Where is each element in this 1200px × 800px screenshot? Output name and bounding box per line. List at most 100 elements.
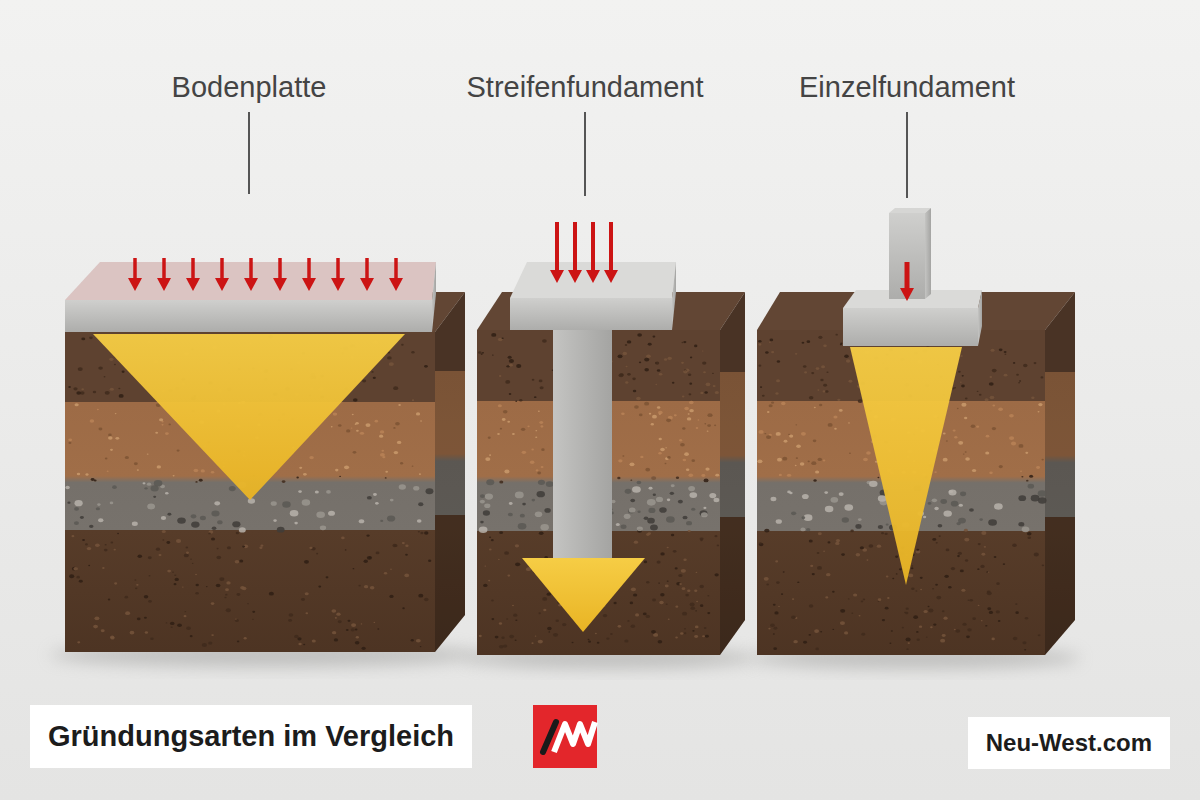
soil-grain: [820, 379, 823, 382]
soil-grain: [626, 366, 628, 367]
soil-grain: [658, 452, 661, 455]
soil-grain: [671, 534, 674, 536]
soil-grain: [540, 386, 544, 389]
soil-grain: [705, 468, 709, 471]
soil-grain: [389, 362, 394, 366]
soil-grain: [686, 469, 689, 472]
soil-grain: [814, 629, 819, 633]
soil-side-shade: [720, 292, 745, 655]
soil-grain: [118, 388, 120, 390]
foundation-block: Bodenplatte: [55, 60, 475, 660]
soil-grain: [665, 463, 667, 464]
soil-grain: [104, 549, 108, 552]
soil-grain: [418, 594, 423, 598]
soil-grain: [190, 635, 193, 637]
soil-grain: [828, 423, 833, 427]
soil-grain: [507, 575, 510, 577]
soil-grain: [515, 562, 520, 566]
soil-grain: [886, 523, 889, 525]
soil-grain: [644, 561, 647, 564]
soil-grain: [963, 453, 965, 454]
soil-grain: [191, 521, 199, 527]
soil-grain: [114, 364, 116, 366]
soil-grain: [355, 423, 357, 424]
soil-grain: [856, 553, 861, 556]
soil-grain: [404, 574, 409, 578]
soil-grain: [681, 569, 686, 573]
soil-grain: [296, 477, 298, 479]
soil-grain: [951, 567, 955, 570]
soil-grain: [713, 385, 716, 387]
soil-grain: [424, 531, 428, 534]
soil-grain: [114, 549, 116, 551]
soil-grain: [143, 482, 146, 484]
soil-grain: [646, 355, 651, 359]
soil-grain: [885, 607, 889, 610]
soil-grain: [610, 633, 613, 635]
soil-grain: [65, 486, 69, 489]
soil-grain: [216, 584, 221, 587]
soil-grain: [541, 466, 544, 468]
soil-grain: [619, 373, 624, 377]
load-arrow: [591, 222, 595, 272]
soil-grain: [658, 411, 663, 414]
soil-grain: [1041, 376, 1044, 378]
soil-grain: [963, 623, 967, 626]
soil-grain: [696, 601, 698, 603]
soil-grain: [184, 615, 187, 617]
soil-grain: [627, 340, 631, 343]
soil-grain: [916, 549, 919, 551]
soil-grain: [678, 500, 683, 504]
soil-grain: [704, 391, 707, 394]
soil-grain: [848, 380, 852, 383]
soil-grain: [167, 570, 171, 573]
soil-grain: [226, 608, 231, 612]
soil-grain: [509, 393, 512, 395]
soil-grain: [700, 537, 704, 540]
soil-grain: [331, 426, 333, 427]
soil-grain: [992, 369, 997, 373]
soil-grain: [1034, 362, 1037, 364]
soil-grain: [939, 535, 941, 537]
soil-grain: [956, 522, 960, 525]
soil-grain: [196, 584, 199, 587]
soil-grain: [537, 491, 545, 497]
soil-grain: [713, 498, 719, 502]
soil-grain: [543, 609, 546, 611]
soil-grain: [155, 432, 158, 434]
soil-grain: [861, 633, 865, 636]
soil-grain: [355, 628, 358, 630]
soil-grain: [808, 634, 811, 636]
soil-grain: [965, 398, 968, 400]
soil-grain: [707, 430, 709, 431]
soil-grain: [965, 457, 970, 460]
soil-grain: [886, 576, 889, 578]
soil-grain: [244, 637, 247, 639]
soil-grain: [239, 527, 246, 532]
soil-grain: [667, 499, 670, 502]
soil-grain: [764, 433, 766, 434]
soil-grain: [397, 441, 401, 444]
soil-grain: [170, 622, 175, 625]
soil-grain: [137, 618, 141, 621]
soil-grain: [869, 481, 878, 487]
soil-grain: [540, 425, 543, 427]
soil-grain: [687, 590, 690, 593]
soil-grain: [644, 368, 649, 371]
soil-grain: [962, 375, 964, 377]
soil-grain: [216, 556, 221, 560]
soil-grain: [617, 477, 620, 480]
soil-grain: [553, 633, 558, 637]
load-arrow: [336, 258, 340, 280]
title: Gründungsarten im Vergleich: [48, 720, 454, 753]
soil-grain: [479, 527, 488, 533]
soil-grain: [714, 573, 718, 576]
soil-grain: [502, 418, 506, 421]
soil-grain: [784, 440, 788, 443]
soil-grain: [485, 457, 490, 461]
soil-grain: [482, 352, 484, 354]
soil-grain: [764, 577, 769, 581]
soil-grain: [375, 420, 378, 423]
soil-grain: [651, 476, 656, 480]
